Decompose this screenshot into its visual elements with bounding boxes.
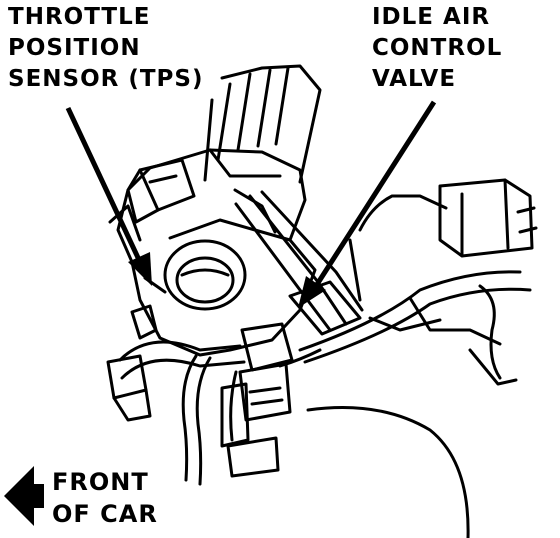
intake-housing bbox=[203, 64, 322, 184]
left-arrow-icon bbox=[4, 466, 44, 526]
harness-connector-right bbox=[438, 178, 538, 258]
wiring-harness bbox=[298, 194, 532, 380]
front-label-line-2: OF CAR bbox=[52, 500, 158, 528]
tps-sensor bbox=[108, 158, 196, 242]
iac-label-line-3: VALVE bbox=[372, 66, 457, 92]
iac-label-line-1: IDLE AIR bbox=[372, 4, 491, 30]
tps-label-line-3: SENSOR (TPS) bbox=[8, 66, 204, 92]
iac-label-line-2: CONTROL bbox=[372, 35, 503, 61]
throttle-bore bbox=[163, 239, 247, 311]
throttle-body bbox=[116, 148, 317, 357]
front-of-car-label: FRONT OF CAR bbox=[52, 466, 158, 530]
tps-label-line-1: THROTTLE bbox=[8, 4, 151, 30]
tps-label-line-2: POSITION bbox=[8, 35, 141, 61]
tps-connector bbox=[106, 304, 158, 422]
tps-label: THROTTLE POSITION SENSOR (TPS) bbox=[8, 2, 204, 95]
iac-label: IDLE AIR CONTROL VALVE bbox=[372, 2, 502, 95]
iac-callout-arrow bbox=[298, 100, 437, 308]
wiring-drop bbox=[118, 340, 322, 486]
tps-callout-arrow bbox=[65, 106, 152, 286]
front-label-line-1: FRONT bbox=[52, 468, 149, 496]
engine-contour bbox=[306, 348, 518, 538]
iac-connector bbox=[220, 322, 294, 478]
